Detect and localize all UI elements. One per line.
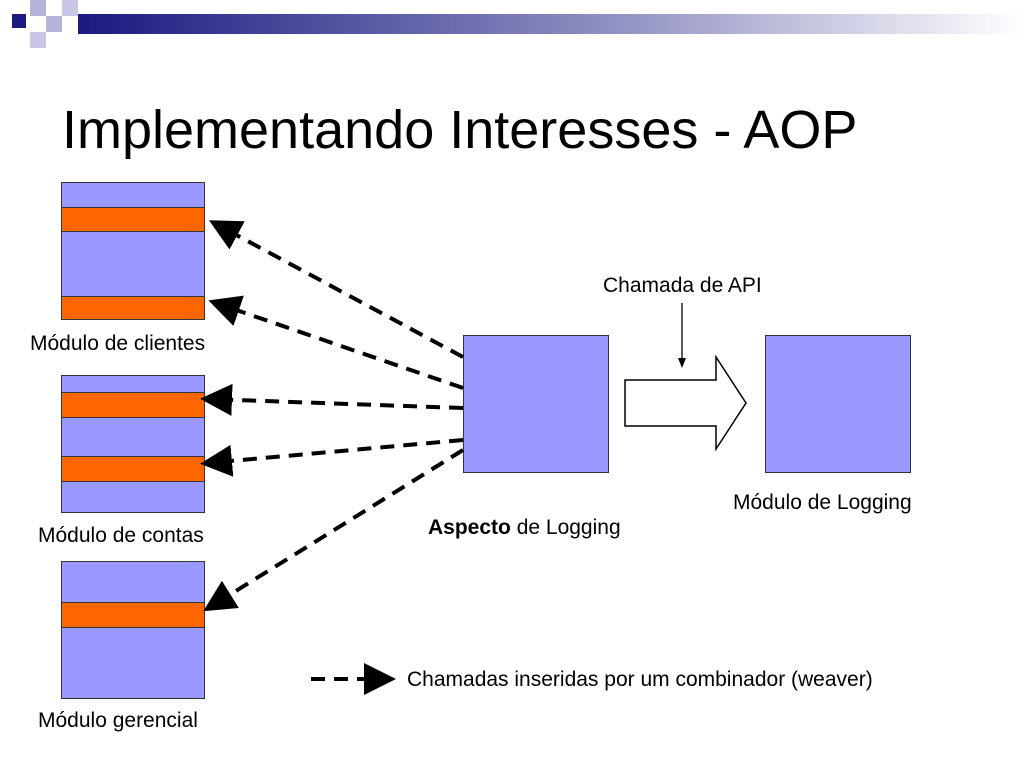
header-square-dark [12, 14, 26, 28]
aspect-bold-word: Aspecto [428, 516, 511, 539]
weaver-arrow-gerencial [203, 448, 465, 612]
logging-concern-band [62, 456, 204, 482]
weaver-arrow-clientes-top [208, 220, 464, 359]
module-clientes-label: Módulo de clientes [30, 332, 206, 355]
weaver-arrow-contas-bottom [200, 438, 464, 477]
logging-concern-band [62, 392, 204, 418]
aspect-logging-label: Aspecto de Logging [428, 516, 621, 540]
module-contas-label: Módulo de contas [38, 524, 204, 547]
logging-module-box [765, 335, 911, 473]
header-square-light-3 [30, 32, 46, 48]
weaver-arrow-contas-top [200, 383, 464, 416]
legend-label: Chamadas inseridas por um combinador (we… [407, 668, 873, 691]
header-square-light-4 [62, 0, 78, 16]
module-contas-box [61, 375, 205, 513]
aspect-logging-box [463, 335, 609, 473]
logging-module-label: Módulo de Logging [733, 491, 912, 514]
api-call-label: Chamada de API [603, 274, 762, 297]
logging-concern-band [62, 602, 204, 628]
header-decoration [12, 0, 1024, 48]
header-square-light-1 [30, 0, 46, 16]
weaver-arrow-clientes-bottom [208, 295, 464, 390]
api-call-block-arrow [624, 354, 747, 452]
module-gerencial-label: Módulo gerencial [38, 709, 198, 732]
header-gradient-bar [78, 14, 1024, 34]
slide-title: Implementando Interesses - AOP [62, 100, 858, 160]
logging-concern-band [62, 207, 204, 232]
aspect-rest-text: de Logging [510, 516, 621, 539]
header-square-light-2 [46, 16, 62, 32]
module-clientes-box [61, 182, 205, 320]
module-gerencial-box [61, 561, 205, 699]
logging-concern-band [62, 296, 204, 320]
